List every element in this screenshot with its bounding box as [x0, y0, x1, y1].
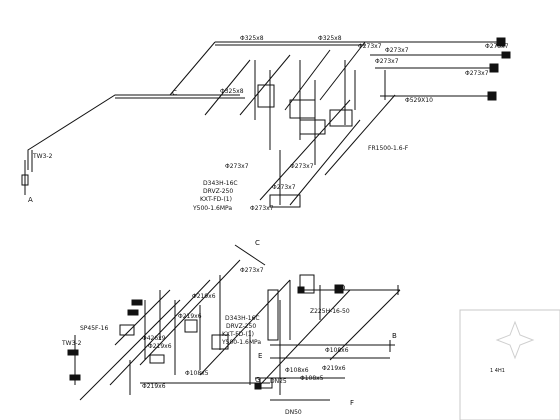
label-u-kxt: KXT-FD-(1) — [200, 196, 232, 203]
label-l-p219-2: Φ219x6 — [148, 343, 172, 350]
label-l-d: D — [340, 284, 345, 292]
label-u-p273-1: Φ273x7 — [358, 43, 382, 50]
label-l-y500: Y500-1.6MPa — [221, 339, 261, 346]
label-l-g: G — [255, 376, 260, 384]
label-u-y500: Y500-1.6MPa — [192, 205, 232, 212]
diag-u2 — [204, 59, 251, 116]
diag-l5 — [329, 289, 401, 361]
watermark: 1 4H1 — [459, 309, 560, 420]
equip-u3 — [299, 119, 326, 135]
valve-l5 — [334, 284, 344, 294]
label-u-tw: TW3-2 — [32, 153, 53, 160]
term-r3 — [489, 63, 499, 73]
riser-a-valve — [21, 174, 29, 186]
equip-u4 — [269, 194, 301, 208]
watermark-text: 1 4H1 — [490, 368, 505, 374]
equip-l4 — [119, 324, 135, 336]
label-u-p273-9: Φ273x7 — [250, 205, 274, 212]
upper-isometric — [21, 37, 511, 208]
label-l-sp: SP45F-16 — [80, 325, 108, 332]
diag-u8 — [259, 99, 351, 201]
label-u-drvz: DRVZ-250 — [203, 188, 233, 195]
diag-l1 — [139, 259, 241, 366]
diag-u5 — [319, 41, 366, 101]
valve-l7 — [254, 382, 262, 390]
c-line — [234, 244, 266, 266]
valve-l2 — [127, 309, 139, 316]
label-u-p273-6: Φ273x7 — [225, 163, 249, 170]
label-l-drvz: DRVZ-250 — [226, 323, 256, 330]
label-l-dn25: DN25 — [270, 378, 287, 385]
label-l-b: B — [392, 332, 397, 340]
diag-u6 — [324, 94, 396, 176]
valve-l3 — [67, 349, 79, 356]
label-l-e: E — [258, 352, 262, 360]
label-u-p325c: Φ325x8 — [220, 88, 244, 95]
watermark-star-icon — [495, 320, 535, 360]
label-l-p108-2: Φ108x5 — [185, 370, 209, 377]
valve-l6 — [297, 286, 305, 294]
label-u-p273-5: Φ273x7 — [465, 70, 489, 77]
label-u-d343: D343H-16C — [203, 180, 238, 187]
label-l-p219-5: Φ219x6 — [192, 293, 216, 300]
label-l-p108-4: Φ108x5 — [300, 375, 324, 382]
label-l-c: C — [255, 239, 260, 247]
valve-l4 — [69, 374, 81, 381]
lower-labels: C D E F G B Φ273x7 Φ219x6 Φ219x6 Φ219x6 … — [61, 239, 397, 416]
label-l-p219-4: Φ219x6 — [322, 365, 346, 372]
label-l-p426: Φ426x9 — [142, 335, 166, 342]
label-u-p273-8: Φ273x7 — [272, 184, 296, 191]
label-u-p325b: Φ325x8 — [318, 35, 342, 42]
term-r2 — [501, 51, 511, 59]
equip-l3 — [184, 319, 198, 333]
label-u-c: C — [172, 89, 177, 97]
label-l-p219-1: Φ219x6 — [178, 313, 202, 320]
valve-l1 — [131, 299, 143, 306]
diag-u1 — [169, 41, 216, 96]
label-l-kxt: KXT-FD-(1) — [222, 331, 254, 338]
label-l-p219-3: Φ219x6 — [142, 383, 166, 390]
label-u-p273-7: Φ273x7 — [290, 163, 314, 170]
label-u-p529: Φ529X10 — [405, 97, 433, 104]
upper-labels: Φ325x8 Φ325x8 Φ325x8 Φ273x7 Φ273x7 Φ273x… — [28, 35, 509, 212]
equip-u5 — [257, 84, 275, 108]
diag-l6 — [79, 299, 181, 401]
label-u-p273-4: Φ273x7 — [375, 58, 399, 65]
lower-isometric — [67, 244, 401, 401]
label-u-p273-3: Φ273x7 — [485, 43, 509, 50]
label-l-p273: Φ273x7 — [240, 267, 264, 274]
label-l-dn50: DN50 — [285, 409, 302, 416]
label-l-p108-1: Φ108x6 — [325, 347, 349, 354]
equip-u1 — [289, 99, 316, 119]
label-u-p325a: Φ325x8 — [240, 35, 264, 42]
equip-l2 — [211, 334, 229, 350]
diag-u7 — [289, 119, 361, 206]
pipe-run-left — [27, 94, 240, 170]
diag-l4 — [259, 289, 351, 386]
label-l-d343: D343H-16C — [225, 315, 260, 322]
watermark-box — [459, 309, 560, 420]
equip-l5 — [149, 354, 165, 364]
label-l-tw: TW3-2 — [61, 340, 82, 347]
diag-l3 — [199, 279, 291, 376]
label-l-p108-3: Φ108x6 — [285, 367, 309, 374]
diag-u4 — [284, 49, 331, 111]
label-l-f: F — [350, 399, 354, 407]
term-r1 — [496, 37, 506, 47]
equip-u2 — [329, 109, 353, 127]
label-u-a: A — [28, 196, 33, 204]
equip-l1 — [299, 274, 315, 294]
diag-l7 — [114, 289, 171, 346]
label-u-p273-2: Φ273x7 — [385, 47, 409, 54]
label-l-gate: Z225H-16-50 — [310, 308, 350, 315]
label-u-flow: FR1500-1.6-F — [368, 145, 409, 152]
term-r4 — [487, 91, 497, 101]
heat-exchanger — [267, 289, 279, 341]
